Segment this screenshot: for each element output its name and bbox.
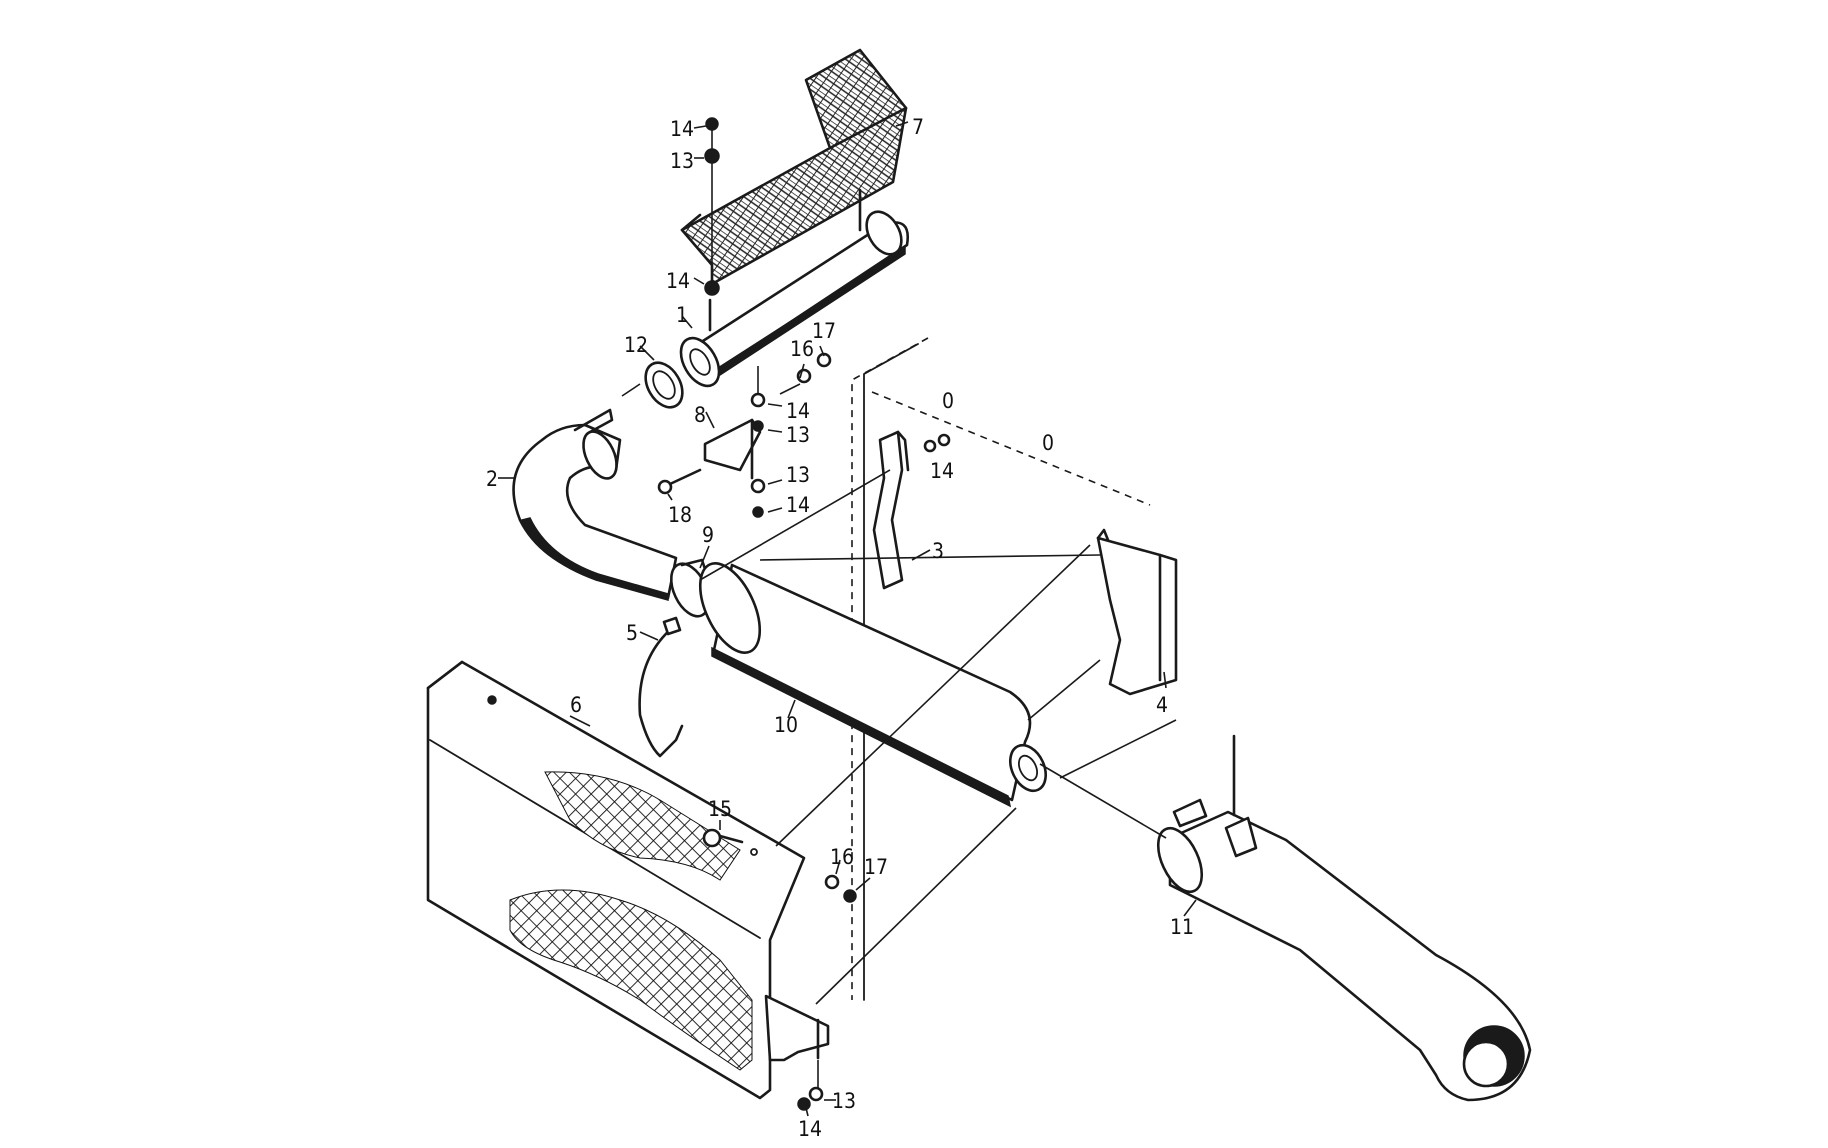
callout-label: 7 xyxy=(912,115,924,139)
callout-label: 0 xyxy=(1042,431,1054,455)
callout-label: 13 xyxy=(670,149,694,173)
callout-label: 15 xyxy=(708,797,732,821)
callout-label: 18 xyxy=(668,503,692,527)
callout-label: 4 xyxy=(1156,693,1168,717)
callout-label: 17 xyxy=(864,855,888,879)
tail-pipe-11 xyxy=(1156,734,1532,1102)
callout-label: 14 xyxy=(666,269,690,293)
callout-label: 13 xyxy=(832,1089,856,1113)
rear-bracket-4 xyxy=(1096,528,1178,696)
callout-label: 14 xyxy=(670,117,694,141)
frame-reference-lines xyxy=(851,337,1151,1001)
callout-label: 2 xyxy=(486,467,498,491)
callout-label: 8 xyxy=(694,403,706,427)
callout-label: 14 xyxy=(786,493,810,517)
callout-label: 1 xyxy=(676,303,688,327)
callout-labels: 14 13 7 14 1 12 16 17 14 8 13 2 13 18 14… xyxy=(486,115,1194,1141)
callout-label: 6 xyxy=(570,693,582,717)
callout-label: 11 xyxy=(1170,915,1194,939)
callout-label: 13 xyxy=(786,463,810,487)
callout-label: 16 xyxy=(830,845,854,869)
bent-pipe-2 xyxy=(512,408,678,601)
muffler-10 xyxy=(698,562,1047,808)
callout-label: 17 xyxy=(812,319,836,343)
callout-label: 14 xyxy=(930,459,954,483)
callout-label: 0 xyxy=(942,389,954,413)
callout-label: 9 xyxy=(702,523,714,547)
callout-leaders xyxy=(498,121,1197,1117)
callout-label: 16 xyxy=(790,337,814,361)
front-pipe-1 xyxy=(679,188,910,388)
callout-label: 12 xyxy=(624,333,648,357)
hanger-strap-3 xyxy=(872,430,910,590)
seal-ring-12 xyxy=(644,361,684,409)
bolt-15 xyxy=(702,828,758,856)
assembly-lines xyxy=(621,383,1177,1088)
callout-label: 14 xyxy=(786,399,810,423)
callout-label: 10 xyxy=(774,713,798,737)
callout-label: 3 xyxy=(932,539,944,563)
hose-5 xyxy=(638,616,684,758)
callout-label: 13 xyxy=(786,423,810,447)
callout-label: 5 xyxy=(626,621,638,645)
bracket-8 xyxy=(703,418,762,480)
bolt-18 xyxy=(657,468,702,495)
callout-label: 14 xyxy=(798,1117,822,1141)
guard-panel-6 xyxy=(426,660,830,1100)
